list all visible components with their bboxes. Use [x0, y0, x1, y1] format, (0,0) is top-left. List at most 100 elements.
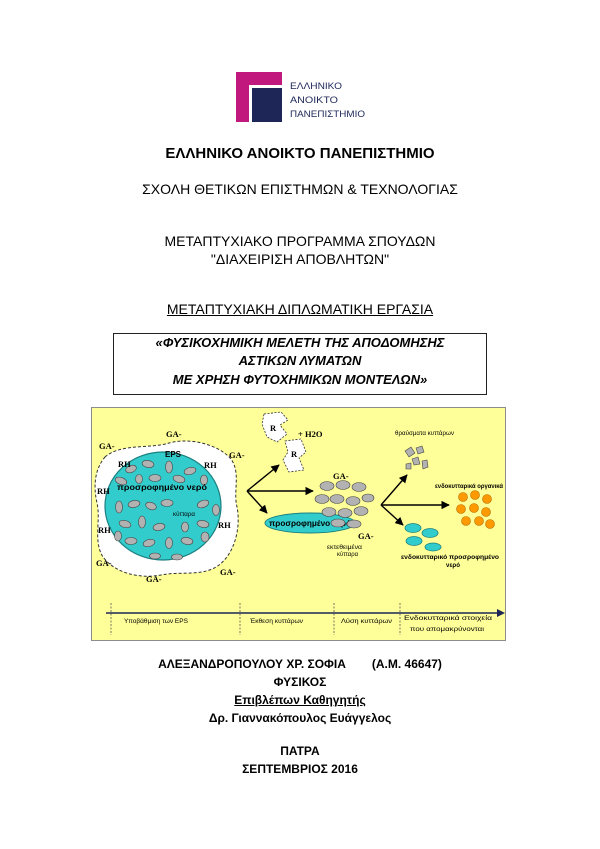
ga-label: GA- [96, 558, 112, 568]
cell-ellipse [145, 501, 157, 511]
organic-droplet [461, 516, 471, 526]
cell-ellipse [142, 538, 156, 548]
supervisor-name: Δρ. Γιαννακόπουλος Ευάγγελος [208, 711, 392, 725]
exposed-cells-label-line2: κύτταρα [337, 550, 358, 558]
organic-droplet [458, 492, 468, 502]
r-label: R [270, 423, 277, 433]
school-name: ΣΧΟΛΗ ΘΕΤΙΚΩΝ ΕΠΙΣΤΗΜΩΝ & ΤΕΧΝΟΛΟΓΙΑΣ [142, 181, 458, 197]
rh-label: RH [98, 525, 111, 535]
cell-ellipse [171, 553, 183, 561]
eps-cells-group [114, 460, 220, 561]
cell-ellipse [196, 499, 210, 509]
cell-ellipse [115, 500, 123, 514]
ga-label: GA- [146, 574, 162, 584]
author-profession: ΦΥΣΙΚΟΣ [273, 675, 327, 689]
stage-label-eps-degradation: Υποβάθμιση των EPS [124, 617, 189, 625]
intracellular-organics-group [456, 490, 495, 529]
cell-fragment [404, 446, 416, 458]
stage-label-removed-line1: Ενδοκυτταρικά στοιχεία [404, 614, 492, 622]
cell-ellipse [172, 474, 186, 484]
cell-ellipse [183, 466, 197, 476]
cell-ellipse [114, 530, 122, 542]
cell-ellipse [149, 552, 161, 560]
ga-label: GA- [99, 441, 115, 451]
exposed-cell-ellipse [319, 481, 335, 491]
eps-label: EPS [165, 450, 182, 459]
exposed-cell-ellipse [330, 518, 346, 528]
cell-ellipse [114, 476, 128, 486]
cell-ellipse [148, 474, 162, 482]
rh-label: RH [118, 459, 131, 469]
exposed-cell-ellipse [361, 493, 375, 503]
timeline-arrowhead [497, 609, 505, 617]
exposed-cell-ellipse [314, 494, 330, 504]
cell-ellipse [152, 523, 166, 531]
organic-droplet [482, 494, 492, 504]
cells-label: κύτταρα [173, 510, 195, 518]
cell-fragment [421, 459, 429, 470]
intracellular-water-label-line2: νερό [446, 562, 460, 569]
exposed-cell-ellipse [353, 506, 369, 516]
cell-fragment [415, 445, 425, 455]
ga-label: GA- [220, 567, 236, 577]
exposed-cell-ellipse [346, 519, 362, 529]
thesis-title-line1: «ΦΥΣΙΚΟΧΗΜΙΚΗ ΜΕΛΕΤΗ ΤΗΣ ΑΠΟΔΟΜΗΣΗΣ [155, 335, 445, 350]
ga-label: GA- [358, 531, 374, 541]
organic-droplet [470, 490, 480, 500]
stage-label-cell-lysis: Λύση κυττάρων [341, 617, 392, 625]
author-registration: (Α.Μ. 46647) [371, 657, 442, 671]
logo-mark-navy [252, 88, 282, 122]
organic-droplet [485, 519, 495, 529]
author-line: ΑΛΕΞΑΝΔΡΟΠΟΥΛΟΥ ΧΡ. ΣΟΦΙΑ(Α.Μ. 46647) [0, 655, 600, 673]
cell-ellipse [180, 537, 194, 545]
date: ΣΕΠΤΕΜΒΡΙΟΣ 2016 [242, 762, 358, 776]
exposed-cells-label-line1: εκτεθειμένα [327, 543, 362, 551]
organic-droplet [469, 503, 479, 513]
intracellular-water-ellipse [424, 542, 442, 552]
program-name: ΜΕΤΑΠΤΥΧΙΑΚΟ ΠΡΟΓΡΑΜΜΑ ΣΠΟΥΔΩΝ [164, 233, 436, 249]
cell-fragment [405, 462, 412, 470]
cell-ellipse [124, 537, 138, 545]
sludge-degradation-diagram: GA- GA- EPS RH RH προσροφημένο νερό RH κ… [91, 407, 506, 641]
exposed-cell-ellipse [335, 480, 351, 490]
cell-ellipse [200, 474, 208, 486]
rh-label: RH [218, 520, 231, 530]
logo-text-line2: ΑΝΟΙΚΤΟ [290, 95, 338, 106]
plus-water-label: + H2O [298, 429, 323, 439]
released-r-blob [282, 438, 307, 473]
arrow-to-cell-debris [380, 474, 408, 506]
cell-ellipse [135, 474, 143, 484]
exposed-cell-ellipse [351, 482, 367, 492]
stage-label-removed-line2: που απομακρύνονται [410, 625, 485, 633]
exposed-cells-group [314, 480, 375, 529]
organic-droplet [456, 504, 466, 514]
supervisor-label: Επιβλέπων Καθηγητής [234, 693, 366, 707]
thesis-title-line3: ΜΕ ΧΡΗΣΗ ΦΥΤΟΧΗΜΙΚΩΝ ΜΟΝΤΕΛΩΝ» [172, 372, 428, 387]
cell-ellipse [125, 464, 137, 474]
exposed-cell-ellipse [329, 494, 345, 504]
intracellular-water-ellipse [405, 536, 423, 546]
released-r-blob [261, 411, 289, 443]
exposed-cell-ellipse [345, 496, 361, 506]
adsorbed-water-label: προσροφημένο νερό [117, 483, 207, 492]
cell-ellipse [160, 499, 174, 507]
r-label: R [291, 449, 298, 459]
eps-matrix-circle [104, 451, 222, 561]
stage-label-cell-exposure: Έκθεση κυττάρων [249, 617, 303, 625]
city: ΠΑΤΡΑ [280, 744, 320, 758]
organic-droplet [481, 507, 491, 517]
cell-ellipse [165, 537, 173, 549]
intracellular-water-label-line1: ενδοκυτταρικό προσροφημένο [401, 554, 499, 561]
cell-ellipse [181, 521, 189, 533]
thesis-type: ΜΕΤΑΠΤΥΧΙΑΚΗ ΔΙΠΛΩΜΑΤΙΚΗ ΕΡΓΑΣΙΑ [166, 301, 434, 317]
cell-ellipse [118, 519, 132, 529]
thesis-title-box: «ΦΥΣΙΚΟΧΗΜΙΚΗ ΜΕΛΕΤΗ ΤΗΣ ΑΠΟΔΟΜΗΣΗΣ ΑΣΤΙ… [113, 333, 487, 395]
ga-label: GA- [166, 429, 182, 439]
organic-droplet [474, 516, 484, 526]
thesis-title-line2: ΑΣΤΙΚΩΝ ΛΥΜΑΤΩΝ [238, 353, 362, 368]
cell-ellipse [141, 460, 155, 468]
rh-label: RH [97, 486, 110, 496]
cell-ellipse [200, 531, 210, 543]
intracellular-water-ellipse [421, 528, 439, 538]
intracellular-water-ellipse [404, 523, 422, 533]
